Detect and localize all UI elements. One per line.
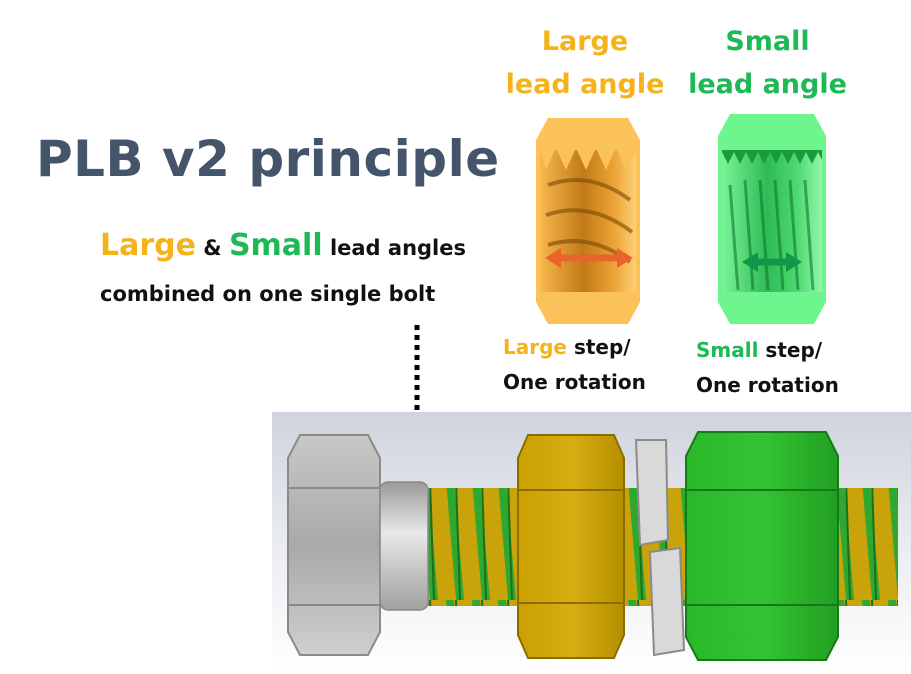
small-caption-rest: step/ [765, 338, 823, 362]
small-lead-angle-header: Small lead angle [680, 20, 855, 106]
small-header-line-1: Small [725, 26, 810, 57]
large-step-caption: Large step/ One rotation [503, 330, 646, 400]
large-lead-nut-illustration [536, 118, 640, 324]
subtitle-small-word: Small [228, 228, 323, 263]
small-step-caption: Small step/ One rotation [696, 333, 839, 403]
small-header-line-2: lead angle [688, 69, 847, 100]
subtitle-line-2: combined on one single bolt [100, 282, 436, 306]
subtitle-ampersand: & [203, 236, 222, 260]
large-caption-line-2: One rotation [503, 370, 646, 394]
large-lead-angle-header: Large lead angle [500, 20, 670, 106]
subtitle-line-1: Large & Small lead angles [100, 228, 466, 263]
subtitle-large-word: Large [100, 228, 196, 263]
bolt-assembly-illustration [272, 412, 911, 674]
small-caption-line-2: One rotation [696, 373, 839, 397]
large-header-line-2: lead angle [505, 69, 665, 100]
small-caption-word: Small [696, 338, 759, 362]
large-header-line-1: Large [541, 26, 629, 57]
subtitle-rest: lead angles [329, 236, 466, 260]
small-lead-nut-illustration [718, 114, 826, 324]
large-caption-rest: step/ [573, 335, 631, 359]
page-title: PLB v2 principle [36, 130, 500, 188]
large-caption-word: Large [503, 335, 567, 359]
